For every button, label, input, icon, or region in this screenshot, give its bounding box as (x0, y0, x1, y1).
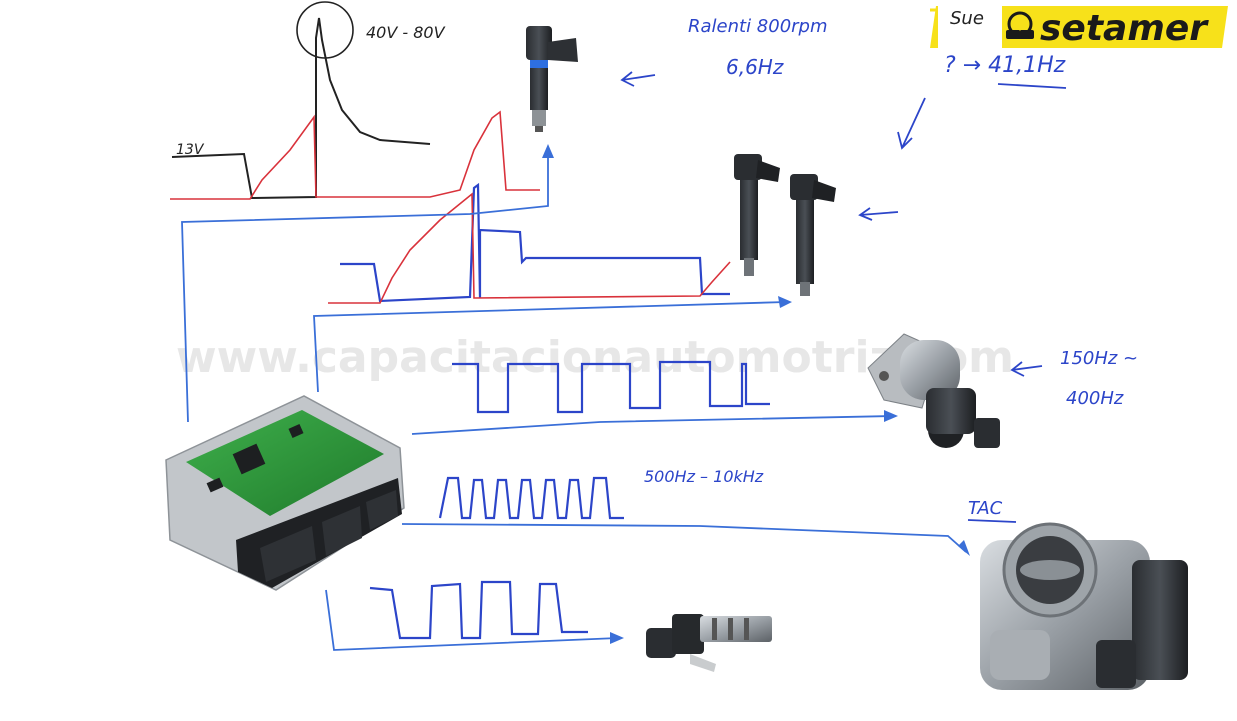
coil-freq-label: ? → 41,1Hz (944, 53, 1066, 78)
brand-logo: setamer (930, 6, 1228, 49)
ecu-module-icon (165, 395, 405, 591)
peak-circle (296, 1, 354, 59)
tac-pwm-waveform (438, 476, 624, 520)
arrow-injector-note (620, 71, 656, 87)
wire-arrowheads (542, 144, 970, 644)
iac-freq-max-label: 400Hz (1066, 388, 1124, 409)
gear-wrench-icon (1006, 11, 1034, 39)
coil-voltage-trace (340, 182, 730, 303)
idle-rpm-label: Ralenti 800rpm (688, 16, 828, 37)
tac-label: TAC (968, 498, 1003, 519)
ignition-coil-icon (734, 154, 780, 276)
arrow-coil-side (858, 207, 899, 221)
coil-freq-top-label: Sue (950, 8, 984, 29)
coil-current-trace (328, 192, 731, 304)
underline-tac (967, 519, 1017, 523)
battery-voltage-label: 13V (176, 142, 205, 158)
wire-tac (401, 523, 967, 553)
wiring (181, 150, 967, 651)
wire-iac (411, 415, 893, 435)
iac-pwm-waveform (452, 360, 770, 414)
injector-waveform (170, 1, 540, 200)
throttle-body-icon (980, 522, 1188, 690)
underline-coil-freq (997, 83, 1067, 89)
vvt-solenoid-icon (646, 614, 772, 672)
tac-freq-label: 500Hz – 10kHz (644, 467, 764, 486)
iac-freq-min-label: 150Hz ~ (1060, 348, 1138, 369)
wire-coil (313, 301, 787, 393)
injector-current-trace (170, 110, 540, 200)
idle-air-control-valve-icon (867, 333, 1000, 448)
fuel-injector-icon (526, 26, 578, 132)
wire-vvt (325, 589, 619, 651)
annotation-arrows (620, 71, 1067, 523)
vvt-pwm-waveform (369, 580, 588, 640)
arrow-iac-note (1010, 361, 1043, 377)
wire-injector (181, 150, 549, 423)
injector-freq-label: 6,6Hz (726, 55, 784, 79)
injector-voltage-trace (171, 17, 431, 200)
coil-waveform (328, 182, 731, 304)
injector-voltage-label: 40V - 80V (366, 23, 446, 42)
ignition-coil-icon (790, 174, 836, 296)
brand-name: setamer (1040, 8, 1209, 49)
arrow-coil-note (897, 97, 926, 150)
